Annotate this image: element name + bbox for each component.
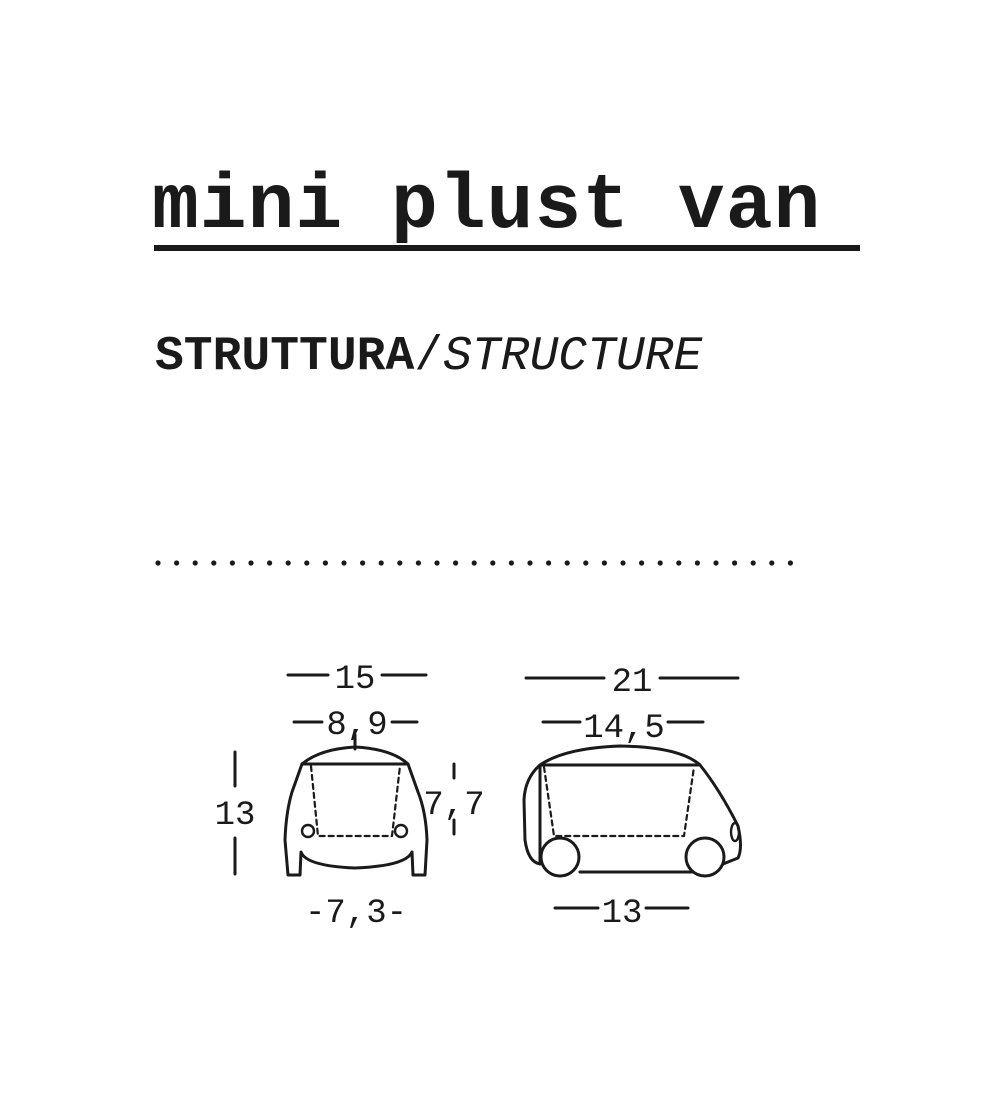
section-heading-separator: /: [414, 330, 444, 384]
separator-dot: [322, 560, 328, 566]
separator-dot: [527, 560, 533, 566]
product-title: mini plust van: [152, 163, 822, 251]
separator-dot: [304, 560, 310, 566]
headlight-left-icon: [300, 823, 316, 839]
separator-dot: [639, 560, 645, 566]
separator-dot: [732, 560, 738, 566]
side-top-length-label: 14,5: [583, 710, 665, 748]
rear-wheel-icon: [539, 836, 581, 878]
separator-dot: [471, 560, 477, 566]
section-heading-italian: STRUTTURA: [155, 330, 415, 384]
separator-dot: [360, 560, 366, 566]
front-body-outline: [283, 745, 429, 877]
separator-dot: [657, 560, 663, 566]
separator-dot: [248, 560, 254, 566]
front-height-label: 13: [215, 797, 256, 835]
separator-dot: [546, 560, 552, 566]
front-total-width-label: 15: [335, 661, 376, 699]
side-view: [522, 676, 742, 910]
side-seat-hidden-line: [542, 765, 696, 838]
separator-dot: [490, 560, 496, 566]
separator-dot: [155, 560, 161, 566]
separator-dot: [192, 560, 198, 566]
front-seat-hidden-line: [309, 764, 402, 838]
separator-dot: [713, 560, 719, 566]
separator-dot: [341, 560, 347, 566]
section-heading: STRUTTURA/STRUCTURE: [155, 333, 702, 381]
dotted-separator: [155, 560, 794, 566]
side-headlight-icon: [729, 821, 741, 843]
front-top-width-label: 8,9: [326, 707, 387, 745]
separator-dot: [564, 560, 570, 566]
separator-dot: [174, 560, 180, 566]
separator-dot: [769, 560, 775, 566]
separator-dot: [285, 560, 291, 566]
front-view: [233, 673, 456, 877]
front-seat-height-label: 7,7: [423, 787, 484, 825]
side-total-length-label: 21: [612, 664, 653, 702]
separator-dot: [694, 560, 701, 566]
title-underline: [154, 245, 860, 251]
separator-dot: [750, 560, 756, 566]
separator-dot: [508, 560, 514, 566]
separator-dot: [620, 560, 626, 566]
separator-dot: [267, 560, 273, 566]
front-wheel-icon: [684, 836, 726, 878]
section-heading-english: STRUCTURE: [443, 330, 703, 384]
separator-dot: [378, 560, 384, 566]
separator-dot: [787, 560, 794, 566]
separator-dot: [676, 560, 682, 566]
separator-dot: [415, 560, 421, 566]
front-base-width-label: -7,3-: [305, 895, 407, 933]
side-base-length-label: 13: [602, 895, 643, 933]
separator-dot: [583, 560, 589, 566]
separator-dot: [397, 560, 403, 566]
separator-dot: [211, 560, 217, 566]
separator-dot: [434, 560, 440, 566]
headlight-right-icon: [393, 823, 409, 839]
separator-dot: [453, 560, 459, 566]
separator-dot: [229, 560, 235, 566]
separator-dot: [601, 560, 607, 566]
